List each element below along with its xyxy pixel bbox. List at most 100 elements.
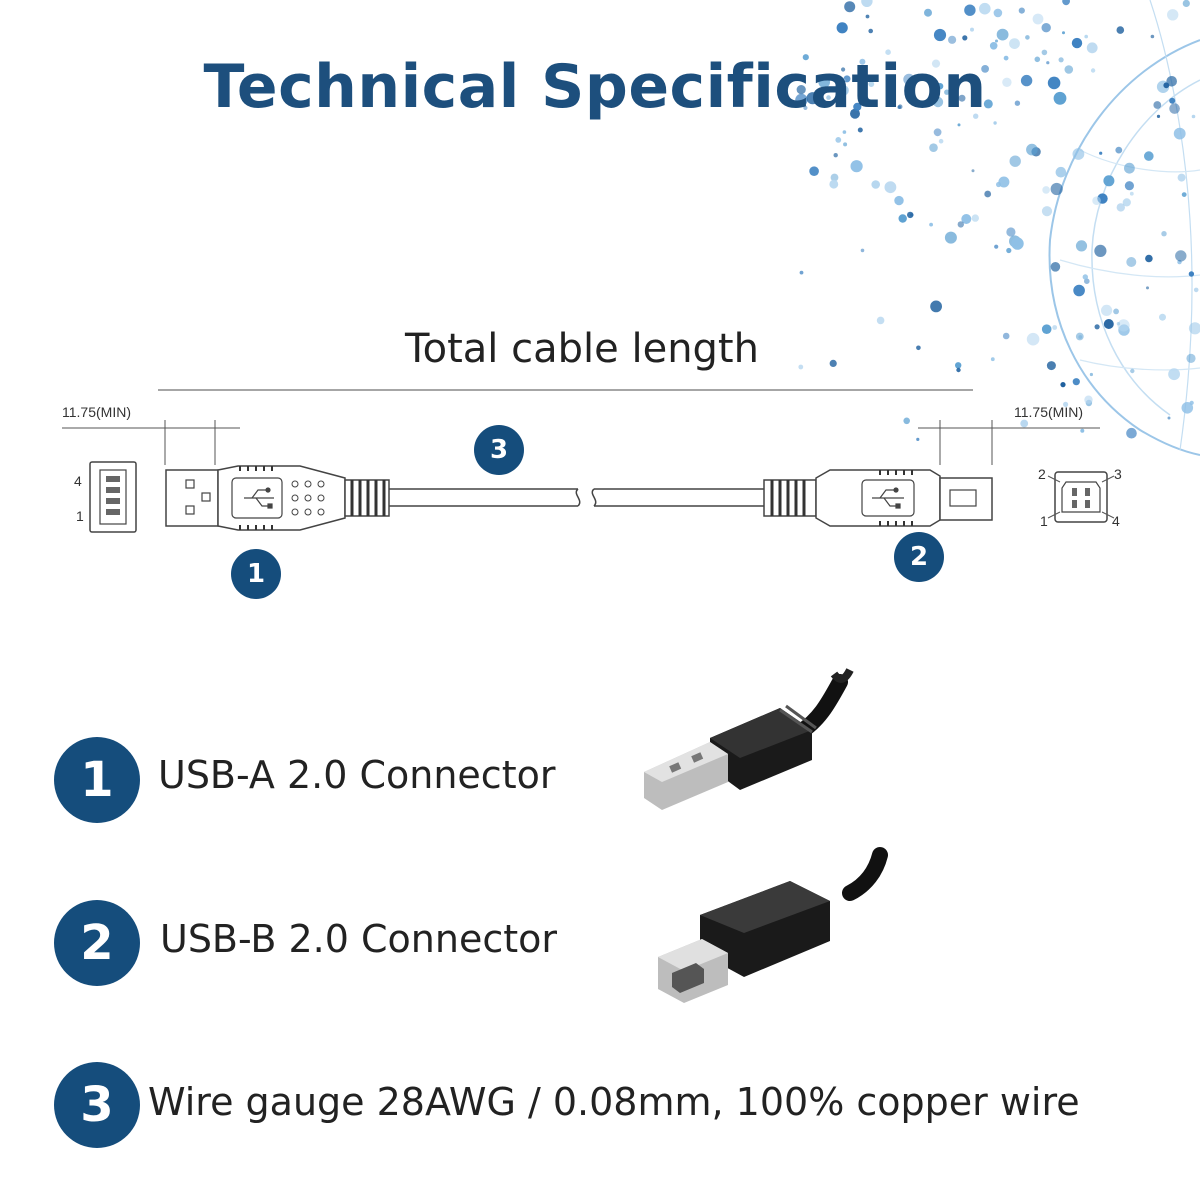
globe-dot bbox=[865, 14, 870, 19]
globe-dot bbox=[859, 58, 866, 65]
spec-text-usb-b: USB-B 2.0 Connector bbox=[160, 917, 558, 961]
globe-dot bbox=[844, 1, 856, 13]
globe-dot bbox=[990, 357, 995, 362]
globe-dot bbox=[961, 214, 972, 224]
globe-dot bbox=[1058, 57, 1064, 63]
globe-dot bbox=[938, 138, 944, 144]
callout-badge-usb-a: 1 bbox=[231, 549, 281, 599]
globe-dot bbox=[1117, 319, 1130, 332]
globe-dot bbox=[842, 78, 846, 83]
spec-badge-1: 1 bbox=[54, 737, 140, 823]
globe-dot bbox=[996, 28, 1009, 41]
globe-dot bbox=[1103, 175, 1115, 187]
globe-dot bbox=[1175, 250, 1187, 262]
globe-dot bbox=[1145, 254, 1153, 263]
globe-dot bbox=[1075, 332, 1084, 341]
globe-dot bbox=[1050, 182, 1063, 196]
globe-dot bbox=[1084, 34, 1088, 39]
globe-dot bbox=[833, 153, 838, 158]
globe-dot bbox=[907, 211, 914, 219]
globe-dot bbox=[1130, 368, 1135, 374]
globe-dot bbox=[898, 214, 907, 223]
globe-dot bbox=[1188, 271, 1195, 277]
globe-dot bbox=[1181, 402, 1194, 414]
globe-dot bbox=[857, 127, 863, 133]
globe-dot bbox=[853, 102, 862, 111]
right-dimension-label: 11.75(MIN) bbox=[1014, 404, 1083, 420]
globe-dot bbox=[973, 113, 979, 119]
spec-text-usb-a: USB-A 2.0 Connector bbox=[158, 753, 556, 797]
globe-dot bbox=[957, 221, 964, 228]
usb-a-connector-photo bbox=[644, 668, 854, 810]
globe-dot bbox=[850, 160, 863, 173]
usb-a-end-view bbox=[89, 461, 137, 533]
globe-dot bbox=[802, 54, 809, 61]
globe-dot bbox=[1084, 278, 1090, 285]
globe-dot bbox=[1124, 181, 1134, 191]
globe-dot bbox=[1166, 76, 1177, 87]
globe-dot bbox=[1046, 361, 1056, 371]
globe-dot bbox=[1161, 231, 1167, 237]
usb-b-end-view bbox=[1047, 471, 1115, 523]
globe-dot bbox=[1173, 127, 1186, 140]
globe-dot bbox=[1073, 284, 1085, 297]
globe-dot bbox=[930, 300, 942, 313]
globe-dot bbox=[957, 123, 961, 127]
right-dimension-marker bbox=[918, 420, 1100, 465]
globe-dot bbox=[916, 437, 920, 441]
globe-dot bbox=[979, 2, 991, 15]
globe-dot bbox=[1020, 419, 1029, 428]
globe-dot bbox=[989, 42, 998, 50]
globe-dot bbox=[1084, 395, 1093, 404]
cable-technical-drawing bbox=[62, 389, 1115, 533]
usb-b-pin-3-label: 3 bbox=[1114, 466, 1122, 482]
globe-dot bbox=[841, 67, 846, 72]
globe-dot bbox=[1086, 42, 1098, 54]
globe-dot bbox=[1064, 65, 1074, 74]
globe-dot bbox=[1014, 100, 1021, 106]
globe-dot bbox=[1144, 151, 1154, 161]
globe-dot bbox=[1047, 76, 1061, 90]
globe-dot bbox=[962, 35, 968, 41]
globe-dot bbox=[876, 316, 885, 325]
globe-dot bbox=[971, 214, 979, 222]
globe-dot bbox=[1115, 146, 1123, 154]
globe-dot bbox=[955, 362, 962, 369]
globe-dot bbox=[850, 108, 860, 119]
callout-badge-usb-b: 2 bbox=[894, 532, 944, 582]
cable-wire-drawing bbox=[389, 488, 764, 507]
globe-dot bbox=[948, 35, 957, 44]
globe-dot bbox=[994, 244, 999, 249]
globe-dot bbox=[931, 59, 941, 68]
globe-dot bbox=[1009, 155, 1021, 167]
globe-dot bbox=[1177, 173, 1186, 182]
globe-dot bbox=[818, 76, 830, 88]
globe-dot bbox=[868, 81, 875, 87]
globe-dot bbox=[1018, 7, 1025, 14]
globe-dot bbox=[1011, 237, 1024, 250]
globe-dot bbox=[829, 179, 839, 189]
globe-dot bbox=[1163, 82, 1170, 89]
globe-dot bbox=[1026, 143, 1038, 156]
globe-dot bbox=[829, 359, 837, 367]
globe-dot bbox=[1126, 257, 1137, 267]
globe-dot bbox=[1116, 203, 1126, 212]
globe-dot bbox=[1063, 401, 1069, 407]
globe-dot bbox=[944, 231, 957, 244]
globe-dot bbox=[981, 65, 989, 73]
usb-a-pin-bottom-label: 1 bbox=[76, 508, 84, 524]
globe-dot bbox=[1182, 0, 1190, 7]
globe-dot bbox=[1053, 91, 1067, 105]
globe-dot bbox=[1041, 49, 1048, 56]
globe-dot bbox=[1159, 313, 1166, 321]
globe-dot bbox=[1094, 324, 1100, 330]
globe-dot bbox=[795, 93, 808, 107]
globe-dot bbox=[1099, 151, 1103, 155]
usb-a-pin-top-label: 4 bbox=[74, 473, 82, 489]
globe-dot bbox=[1168, 368, 1180, 381]
globe-dot bbox=[944, 89, 950, 95]
globe-dot bbox=[1167, 416, 1171, 420]
usb-b-pin-2-label: 2 bbox=[1038, 466, 1046, 482]
